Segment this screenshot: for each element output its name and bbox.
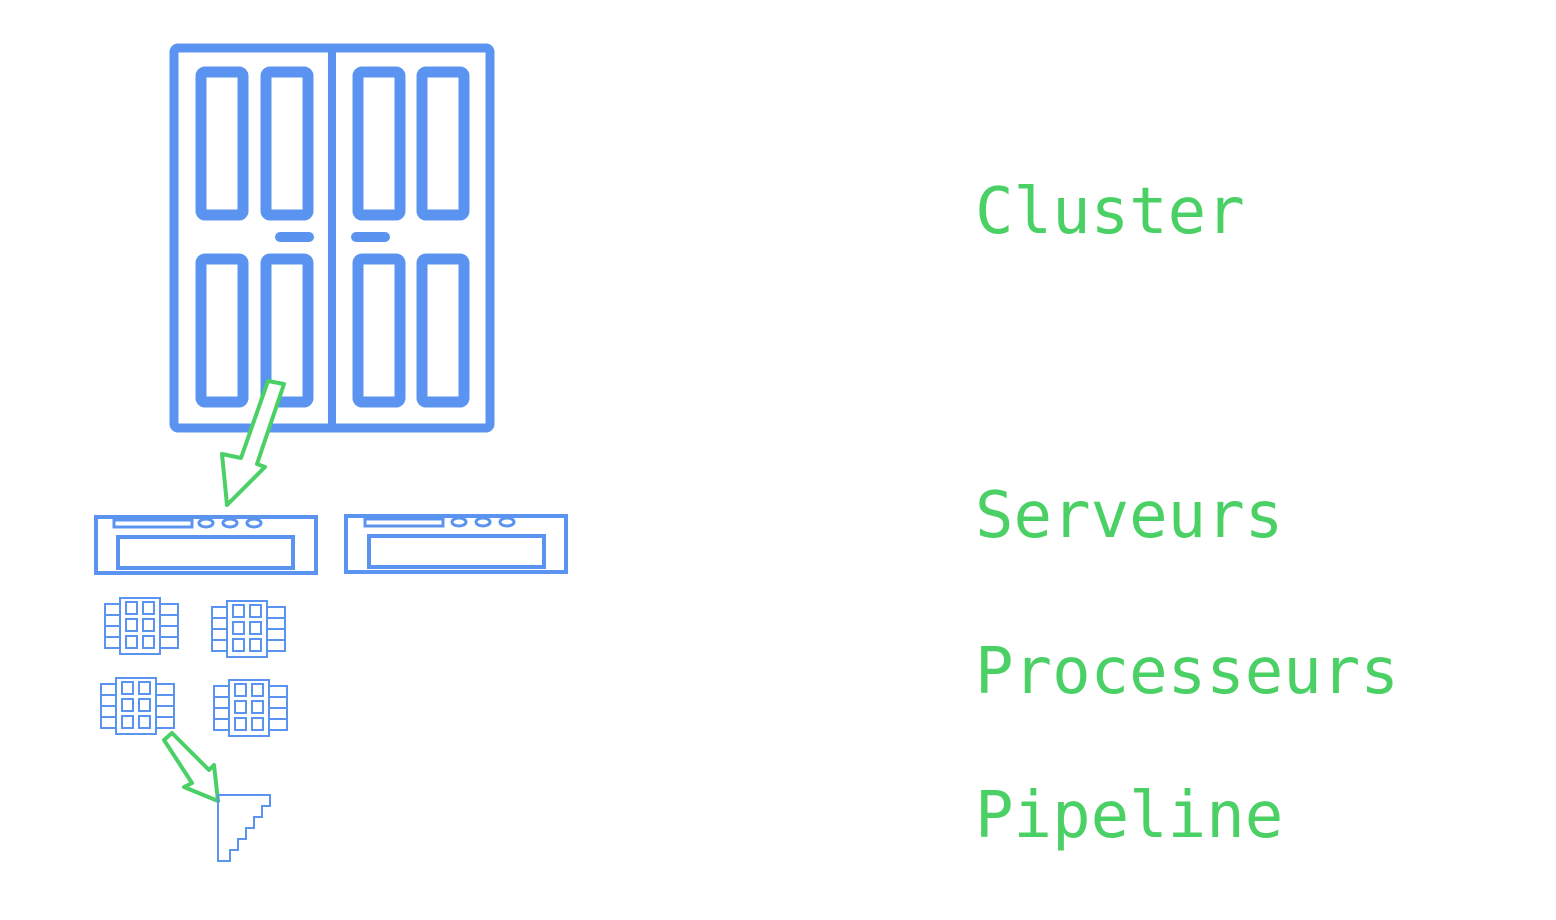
cpu-chip-icon: [213, 679, 288, 737]
cpu-chip-icon: [211, 600, 286, 658]
processors-label: Processeurs: [975, 635, 1399, 709]
server-unit-icon: [344, 514, 568, 574]
server-rack-icon: [169, 43, 495, 433]
arrow-down-icon: [220, 379, 286, 507]
pipeline-label: Pipeline: [975, 779, 1284, 853]
cluster-label: Cluster: [975, 175, 1245, 249]
server-unit-icon: [94, 515, 318, 575]
arrow-down-icon: [162, 731, 220, 803]
cpu-chip-icon: [100, 677, 175, 735]
cpu-chip-icon: [104, 597, 179, 655]
servers-label: Serveurs: [975, 479, 1284, 553]
staircase-pipeline-icon: [217, 794, 271, 862]
